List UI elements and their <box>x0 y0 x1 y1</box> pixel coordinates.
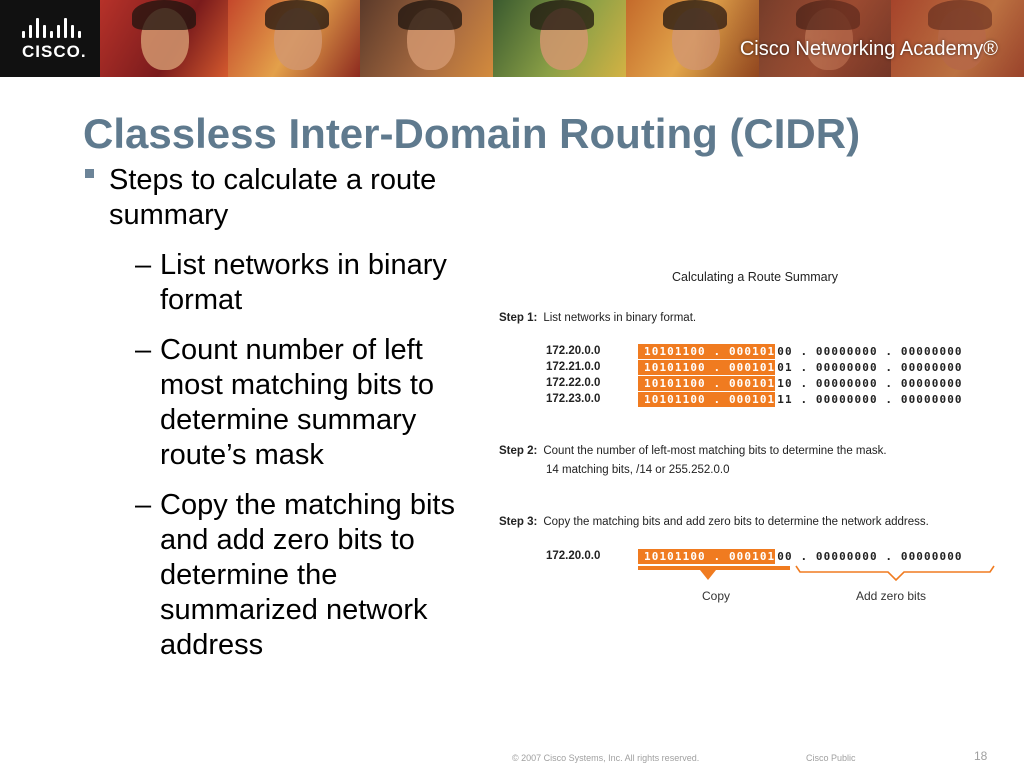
step-2-text: Count the number of left-most matching b… <box>543 445 887 457</box>
matching-bits: 10101100 . 000101 <box>638 343 776 359</box>
network-address: 172.23.0.0 <box>546 393 601 405</box>
route-summary-diagram: Calculating a Route Summary Step 1: List … <box>490 260 1010 620</box>
banner-photo <box>360 0 494 77</box>
classification-label: Cisco Public <box>806 753 856 763</box>
header-banner: CISCO. Cisco Networking Academy® <box>0 0 1024 77</box>
remaining-bits: 01 . 00000000 . 00000000 <box>777 360 963 374</box>
step-3-label: Step 3: <box>499 516 538 528</box>
network-address: 172.20.0.0 <box>546 345 601 357</box>
binary-row: 172.22.0.0 10101100 . 000101 10 . 000000… <box>546 375 963 391</box>
step-2-label: Step 2: <box>499 445 538 457</box>
matching-bits: 10101100 . 000101 <box>638 375 776 391</box>
remaining-bits: 00 . 00000000 . 00000000 <box>777 344 963 358</box>
dash-icon: – <box>135 334 152 366</box>
binary-row: 172.20.0.0 10101100 . 000101 00 . 000000… <box>546 343 963 359</box>
networking-academy-brand: Cisco Networking Academy® <box>740 38 998 61</box>
step-3-text: Copy the matching bits and add zero bits… <box>543 516 929 528</box>
academy-brand-name: Networking Academy® <box>795 38 998 60</box>
sub-bullet-item: – Count number of left most matching bit… <box>135 333 485 473</box>
banner-photo <box>95 0 228 77</box>
binary-row: 172.21.0.0 10101100 . 000101 01 . 000000… <box>546 359 963 375</box>
binary-row: 172.23.0.0 10101100 . 000101 11 . 000000… <box>546 391 963 407</box>
add-zero-bits-label: Add zero bits <box>856 589 927 603</box>
sub-bullet-item: – List networks in binary format <box>135 248 485 318</box>
summary-network-address: 172.20.0.0 <box>546 550 601 562</box>
bullet-list: Steps to calculate a route summary – Lis… <box>85 163 485 663</box>
copy-brace-icon <box>638 566 790 580</box>
matching-bits: 10101100 . 000101 <box>638 359 776 375</box>
bullet-text: Steps to calculate a route summary <box>109 164 437 231</box>
step-1-text: List networks in binary format. <box>543 312 697 324</box>
matching-bits: 10101100 . 000101 <box>638 391 776 407</box>
summary-matching-bits: 10101100 . 000101 <box>638 548 776 564</box>
copy-label: Copy <box>702 589 731 603</box>
cisco-bridge-icon <box>22 18 81 38</box>
cisco-logo: CISCO. <box>0 0 100 77</box>
summary-zero-bits: 00 . 00000000 . 00000000 <box>777 549 963 563</box>
step-2: Step 2: Count the number of left-most mat… <box>499 445 887 457</box>
zero-bits-brace-icon <box>795 565 995 582</box>
network-address: 172.21.0.0 <box>546 361 601 373</box>
network-address: 172.22.0.0 <box>546 377 601 389</box>
brace-connectors <box>638 565 995 582</box>
banner-photo <box>493 0 626 77</box>
copyright-notice: © 2007 Cisco Systems, Inc. All rights re… <box>512 753 700 763</box>
bullet-item: Steps to calculate a route summary <box>85 163 485 233</box>
sub-bullet-text: Copy the matching bits and add zero bits… <box>160 489 455 661</box>
step-1: Step 1: List networks in binary format. <box>499 312 696 324</box>
step-2-note: 14 matching bits, /14 or 255.252.0.0 <box>546 464 730 476</box>
remaining-bits: 11 . 00000000 . 00000000 <box>777 392 963 406</box>
square-bullet-icon <box>85 169 94 178</box>
step-1-label: Step 1: <box>499 312 538 324</box>
sub-bullet-text: List networks in binary format <box>160 249 447 316</box>
remaining-bits: 10 . 00000000 . 00000000 <box>777 376 963 390</box>
banner-photo <box>227 0 361 77</box>
dash-icon: – <box>135 489 152 521</box>
sub-bullet-item: – Copy the matching bits and add zero bi… <box>135 488 485 663</box>
cisco-wordmark: CISCO. <box>22 42 87 61</box>
banner-gradient <box>694 0 1024 77</box>
page-number: 18 <box>974 749 988 763</box>
step-3: Step 3: Copy the matching bits and add ze… <box>499 516 929 528</box>
sub-bullet-text: Count number of left most matching bits … <box>160 334 434 471</box>
dash-icon: – <box>135 249 152 281</box>
slide-title: Classless Inter-Domain Routing (CIDR) <box>83 110 861 157</box>
diagram-title: Calculating a Route Summary <box>672 270 839 284</box>
summary-row: 172.20.0.0 10101100 . 000101 00 . 000000… <box>546 548 963 564</box>
academy-brand-cisco: Cisco <box>739 38 790 60</box>
